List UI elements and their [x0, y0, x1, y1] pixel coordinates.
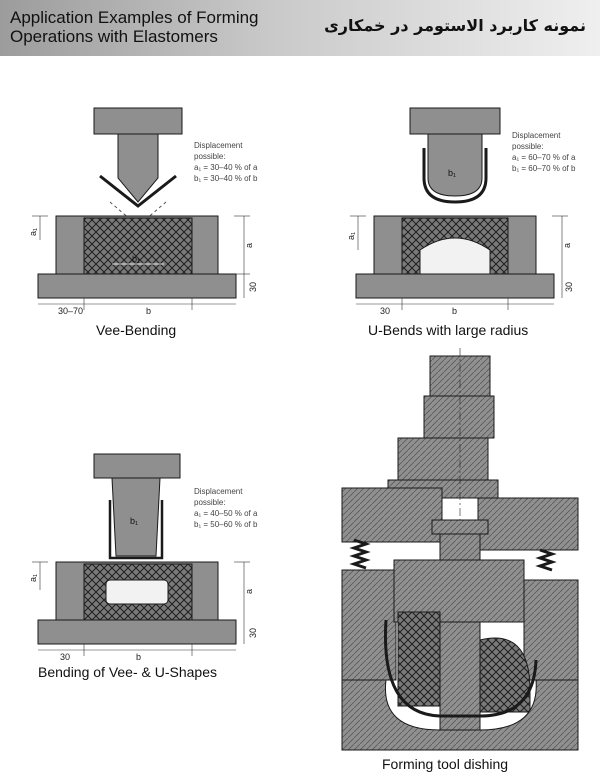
- dim-30: 30: [248, 628, 258, 638]
- u-punch: [427, 133, 483, 197]
- cavity: [419, 237, 491, 275]
- dim-b: b: [136, 652, 141, 662]
- base-plate: [37, 273, 237, 299]
- ram-block-mid: [423, 395, 495, 439]
- header-bar: Application Examples of Forming Operatio…: [0, 0, 600, 56]
- title-persian: نمونه کاربرد الاستومر در خمکاری: [324, 16, 586, 35]
- dim-b: b: [452, 306, 457, 316]
- side-block-right: [523, 579, 579, 681]
- note-vee-b1: b₁ = 30–40 % of b: [194, 174, 258, 183]
- cavity: [105, 579, 169, 605]
- note-vee: Displacement possible: a₁ = 30–40 % of a…: [194, 140, 257, 184]
- title-english-line2: Operations with Elastomers: [10, 27, 218, 46]
- upper-plate-right: [477, 497, 579, 551]
- vee-punch: [117, 133, 159, 203]
- dished-sheet: [383, 619, 538, 718]
- dim-a1: a₁: [28, 228, 38, 236]
- note-vu-b1: b₁ = 50–60 % of b: [194, 520, 258, 529]
- dim-a: a: [244, 589, 254, 594]
- dim-b: b: [146, 306, 151, 316]
- pin-head: [431, 519, 489, 535]
- caption-vee-u-shapes: Bending of Vee- & U-Shapes: [38, 664, 218, 680]
- lower-die: [341, 679, 579, 751]
- upper-plate-left: [341, 487, 443, 543]
- dim-left: 30–70: [58, 306, 83, 316]
- dim-a1: a₁: [28, 574, 38, 582]
- spring-left: [349, 538, 371, 570]
- elastomer-dome: [479, 637, 531, 713]
- title-english-line1: Application Examples of Forming: [10, 8, 259, 27]
- base-plate: [355, 273, 555, 299]
- figure-forming-dishing: [341, 348, 579, 751]
- note-ubend-a1: a₁ = 60–70 % of a: [512, 153, 576, 162]
- dim-left: 30: [380, 306, 390, 316]
- note-vu-line2: possible:: [194, 498, 226, 507]
- dim-left: 30: [60, 652, 70, 662]
- caption-u-bends: U-Bends with large radius: [368, 322, 529, 338]
- note-ubend: Displacement possible: a₁ = 60–70 % of a…: [512, 130, 575, 174]
- figure-vee-bending: a 30 a₁ b₁ b 30–70: [28, 107, 258, 316]
- figure-vee-u-shapes: b₁ a 30 a₁ b 30: [28, 453, 258, 662]
- sheet: [108, 500, 164, 560]
- spring-right: [535, 548, 557, 572]
- note-ubend-line1: Displacement: [512, 131, 561, 140]
- dim-30: 30: [564, 282, 574, 292]
- punch-head: [409, 107, 501, 135]
- punch-head: [93, 453, 181, 479]
- figure-u-bends: b₁ a 30 a₁ b 30: [346, 107, 574, 316]
- u-sheet: [422, 148, 488, 204]
- note-vee-a1: a₁ = 30–40 % of a: [194, 163, 258, 172]
- note-vee-line1: Displacement: [194, 141, 243, 150]
- punch-b1: b₁: [130, 516, 138, 526]
- note-vu: Displacement possible: a₁ = 40–50 % of a…: [194, 486, 257, 530]
- note-ubend-b1: b₁ = 60–70 % of b: [512, 164, 576, 173]
- note-vu-a1: a₁ = 40–50 % of a: [194, 509, 258, 518]
- punch-head: [93, 107, 183, 135]
- dim-a: a: [562, 243, 572, 248]
- dim-b1: b₁: [132, 254, 140, 264]
- elastomer-left: [397, 611, 441, 707]
- dim-30: 30: [248, 282, 258, 292]
- caption-vee-bending: Vee-Bending: [96, 322, 177, 338]
- sheet-blank: [99, 174, 177, 208]
- elastomer-pad: [83, 217, 193, 275]
- dim-a: a: [244, 243, 254, 248]
- tapered-punch: [111, 477, 161, 557]
- dim-a1: a₁: [346, 232, 356, 240]
- title-english: Application Examples of Forming Operatio…: [10, 8, 259, 46]
- note-vu-line1: Displacement: [194, 487, 243, 496]
- punch-b1: b₁: [448, 168, 456, 178]
- caption-forming-dishing: Forming tool dishing: [382, 756, 509, 772]
- note-vee-line2: possible:: [194, 152, 226, 161]
- base-plate: [37, 619, 237, 645]
- ram-block-low: [397, 437, 489, 481]
- note-ubend-line2: possible:: [512, 142, 544, 151]
